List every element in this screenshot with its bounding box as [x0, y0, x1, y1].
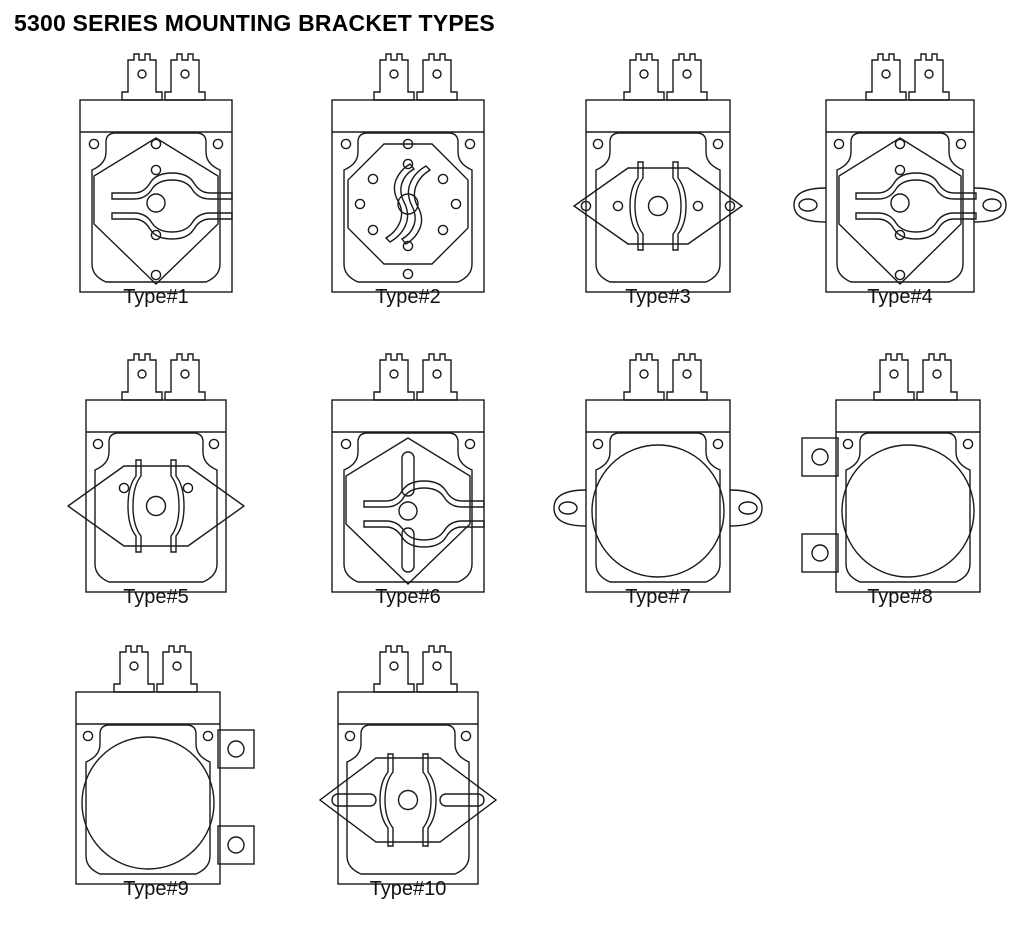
figure-caption-type-7: Type#7 — [625, 586, 691, 608]
figure-caption-type-2: Type#2 — [375, 286, 441, 308]
figure-caption-type-1: Type#1 — [123, 286, 189, 308]
figure-caption-type-3: Type#3 — [625, 286, 691, 308]
figure-cell-type-6: Type#6 — [280, 348, 536, 643]
page-title: 5300 SERIES MOUNTING BRACKET TYPES — [14, 10, 495, 36]
bracket-drawing-type-2 — [280, 48, 536, 300]
bracket-drawing-type-5 — [28, 348, 284, 600]
figure-cell-type-5: Type#5 — [28, 348, 284, 643]
bracket-type-grid: Type#1 — [0, 48, 1024, 928]
figure-caption-type-8: Type#8 — [867, 586, 933, 608]
figure-cell-type-4: Type#4 — [772, 48, 1024, 343]
bracket-drawing-type-3 — [530, 48, 786, 300]
figure-cell-type-3: Type#3 — [530, 48, 786, 343]
figure-cell-type-10: Type#10 — [280, 640, 536, 935]
bracket-drawing-type-6 — [280, 348, 536, 600]
bracket-drawing-type-4 — [772, 48, 1024, 300]
figure-cell-type-8: Type#8 — [772, 348, 1024, 643]
figure-cell-type-2: Type#2 — [280, 48, 536, 343]
bracket-drawing-type-1 — [28, 48, 284, 300]
bracket-drawing-type-7 — [530, 348, 786, 600]
figure-cell-type-9: Type#9 — [28, 640, 284, 935]
bracket-drawing-type-8 — [772, 348, 1024, 600]
figure-caption-type-10: Type#10 — [369, 878, 447, 900]
figure-caption-type-6: Type#6 — [375, 586, 441, 608]
figure-cell-type-7: Type#7 — [530, 348, 786, 643]
figure-caption-type-4: Type#4 — [867, 286, 933, 308]
figure-cell-type-1: Type#1 — [28, 48, 284, 343]
bracket-drawing-type-10 — [280, 640, 536, 892]
figure-caption-type-5: Type#5 — [123, 586, 189, 608]
figure-caption-type-9: Type#9 — [123, 878, 189, 900]
bracket-drawing-type-9 — [28, 640, 284, 892]
